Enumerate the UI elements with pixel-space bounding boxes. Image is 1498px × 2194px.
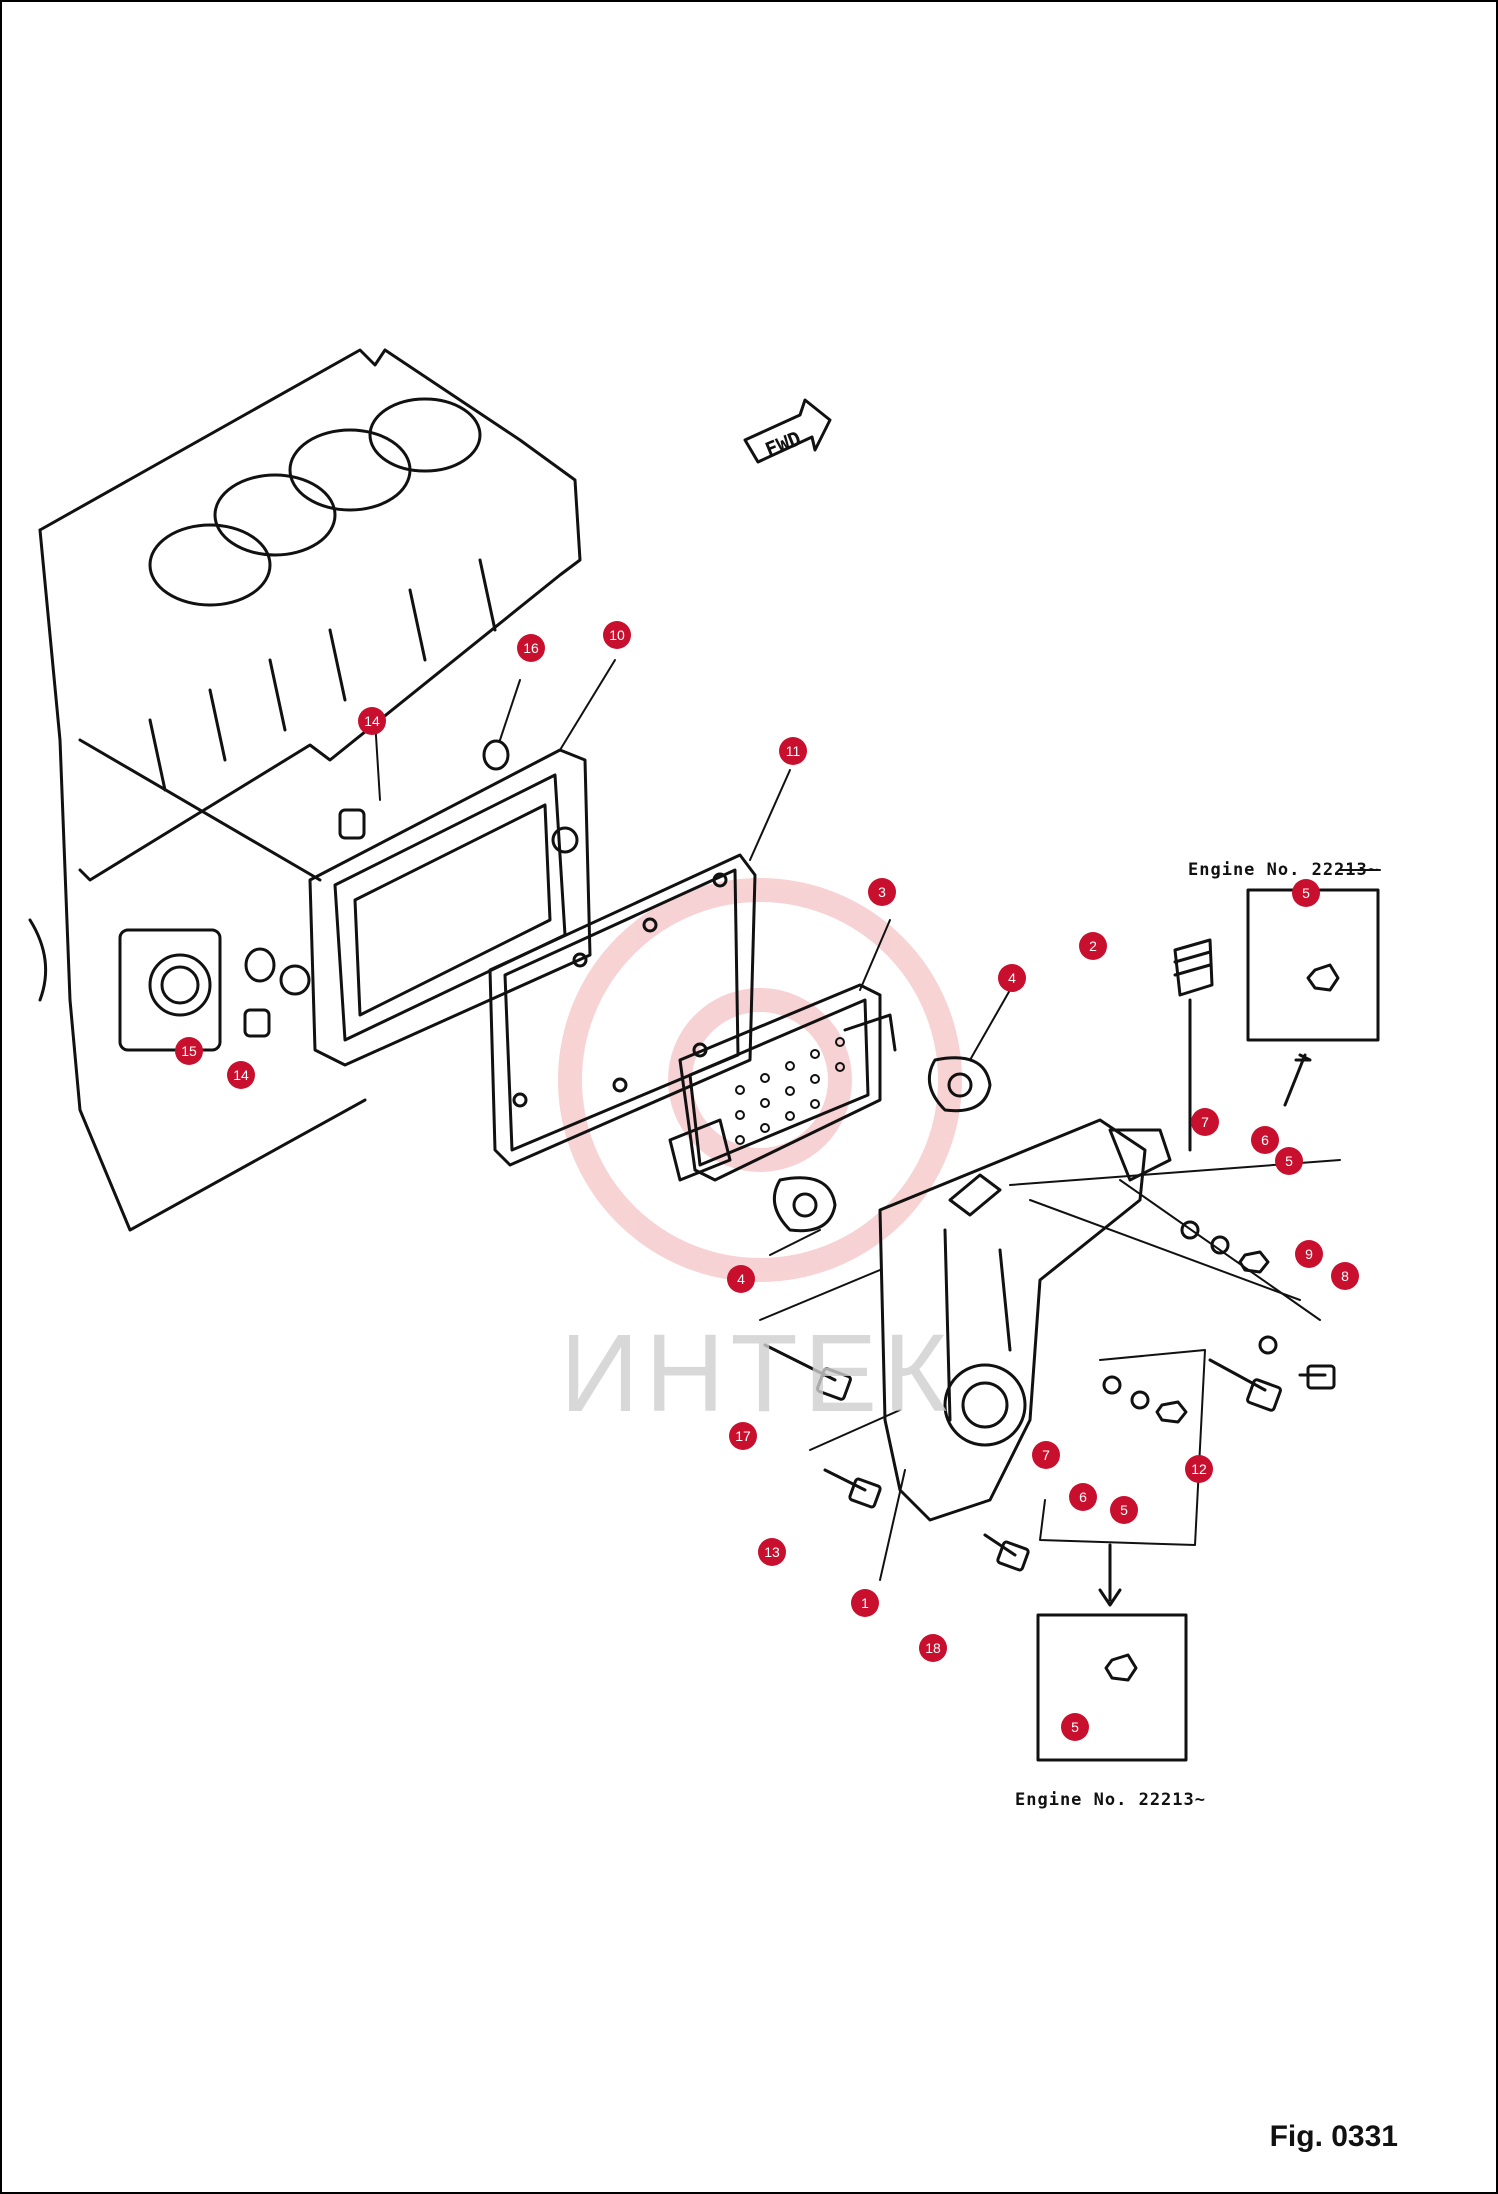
plug bbox=[1173, 938, 1214, 1152]
leader-lines bbox=[374, 659, 1381, 1581]
callout-5[interactable]: 5 bbox=[1110, 1496, 1138, 1524]
callout-3[interactable]: 3 bbox=[868, 878, 896, 906]
cooler-cover bbox=[279, 748, 592, 1067]
callout-10[interactable]: 10 bbox=[603, 621, 631, 649]
callout-6[interactable]: 6 bbox=[1251, 1126, 1279, 1154]
o-rings bbox=[243, 739, 510, 1038]
callout-1[interactable]: 1 bbox=[851, 1589, 879, 1617]
oil-cooler-element bbox=[668, 983, 897, 1182]
port-gaskets bbox=[772, 1056, 992, 1233]
callout-18[interactable]: 18 bbox=[919, 1634, 947, 1662]
figure-label: Fig. 0331 bbox=[1269, 2120, 1398, 2153]
callout-15[interactable]: 15 bbox=[175, 1037, 203, 1065]
callout-11[interactable]: 11 bbox=[779, 737, 807, 765]
callout-6[interactable]: 6 bbox=[1069, 1483, 1097, 1511]
callout-7[interactable]: 7 bbox=[1032, 1441, 1060, 1469]
callout-2[interactable]: 2 bbox=[1079, 932, 1107, 960]
engine-note-bottom: Engine No. 22213~ bbox=[1015, 1790, 1206, 1810]
callout-7[interactable]: 7 bbox=[1191, 1108, 1219, 1136]
engine-block bbox=[28, 348, 582, 1232]
callout-4[interactable]: 4 bbox=[998, 964, 1026, 992]
cooler-housing bbox=[878, 1118, 1172, 1522]
bolts bbox=[763, 1343, 1336, 1572]
watermark-text: ИНТЕК bbox=[560, 1312, 954, 1435]
inset-box-top bbox=[1246, 888, 1380, 1107]
callout-13[interactable]: 13 bbox=[758, 1538, 786, 1566]
engine-note-top: Engine No. 22213~ bbox=[1188, 860, 1379, 880]
callout-4[interactable]: 4 bbox=[727, 1265, 755, 1293]
callout-5[interactable]: 5 bbox=[1275, 1147, 1303, 1175]
callout-8[interactable]: 8 bbox=[1331, 1262, 1359, 1290]
callout-14[interactable]: 14 bbox=[358, 707, 386, 735]
callout-5[interactable]: 5 bbox=[1061, 1713, 1089, 1741]
fwd-arrow bbox=[743, 398, 832, 464]
inset-box-bottom bbox=[1036, 1543, 1188, 1762]
callout-16[interactable]: 16 bbox=[517, 634, 545, 662]
callout-5[interactable]: 5 bbox=[1292, 879, 1320, 907]
gasket bbox=[488, 853, 757, 1167]
callout-12[interactable]: 12 bbox=[1185, 1455, 1213, 1483]
callout-14[interactable]: 14 bbox=[227, 1061, 255, 1089]
callout-9[interactable]: 9 bbox=[1295, 1240, 1323, 1268]
callout-17[interactable]: 17 bbox=[729, 1422, 757, 1450]
